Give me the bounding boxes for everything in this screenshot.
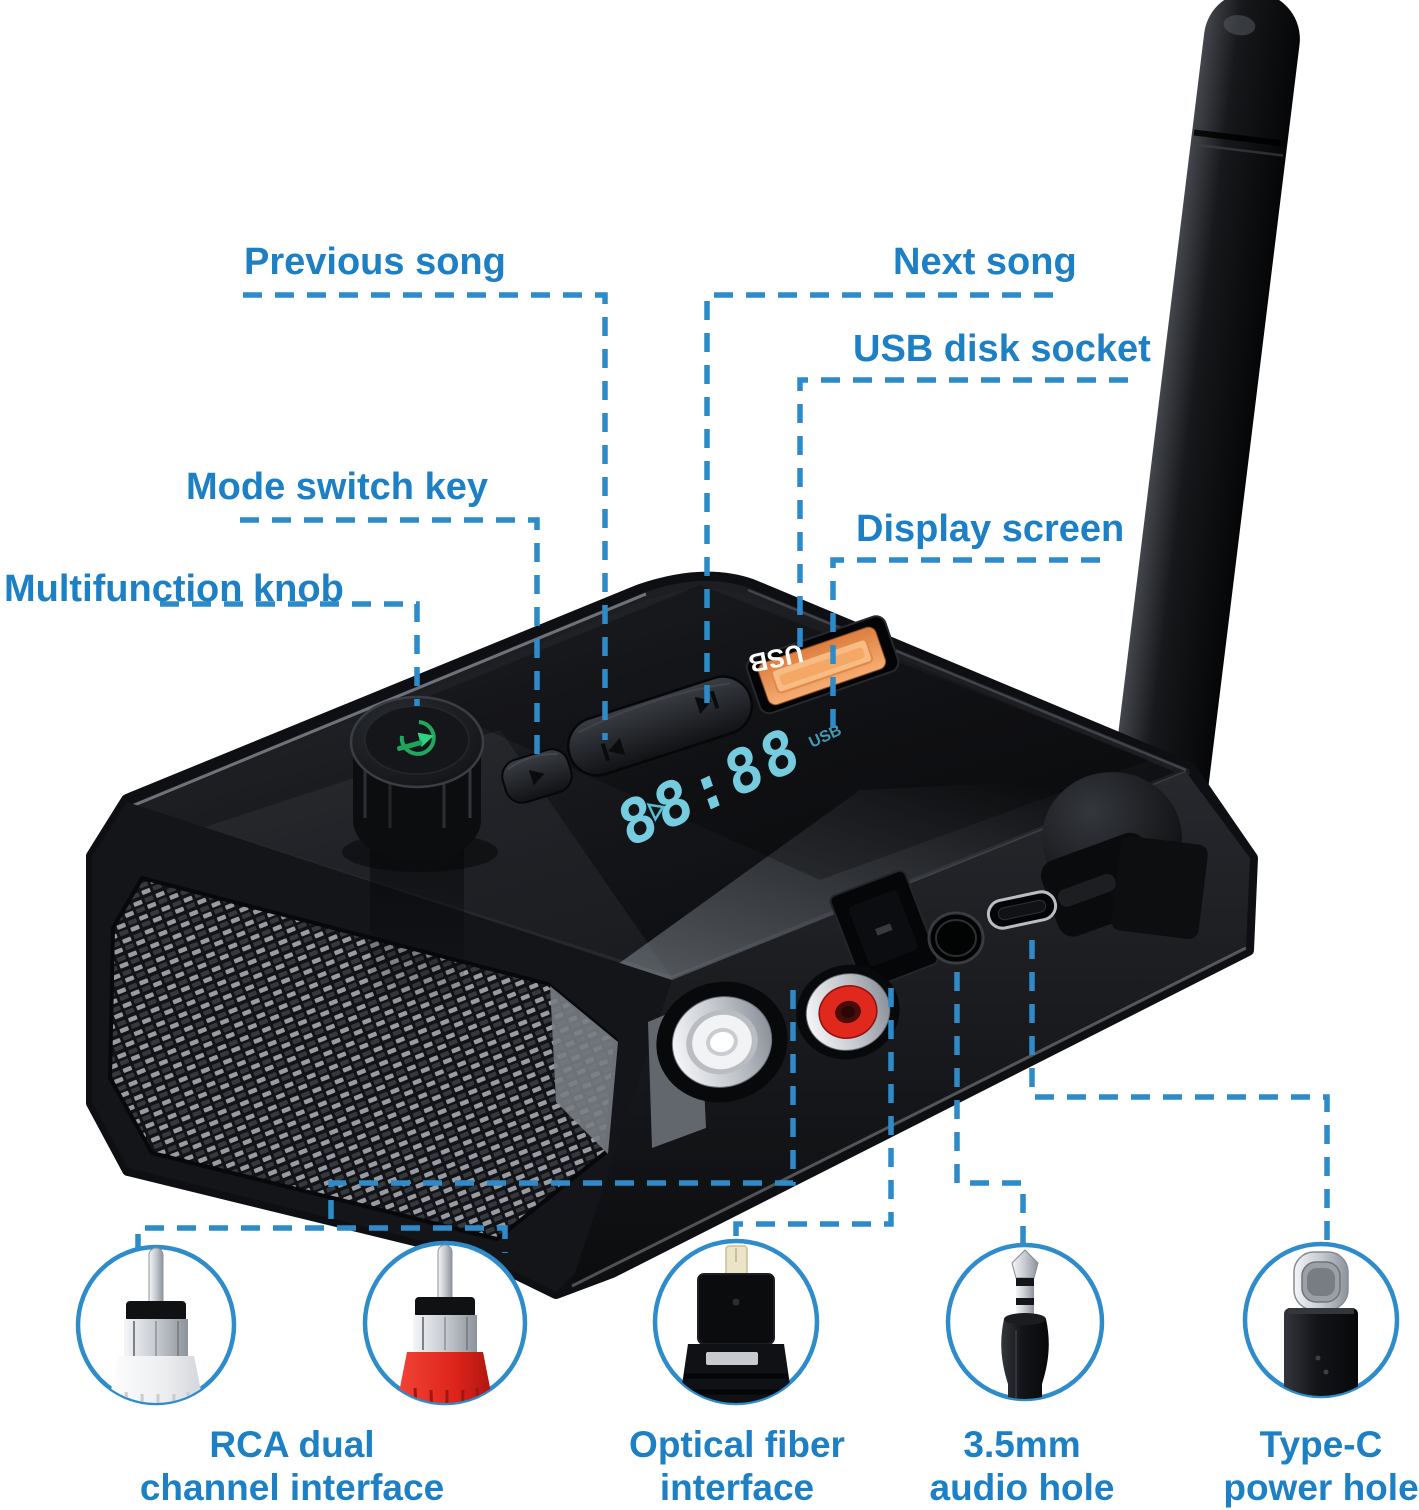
legend-circles (75, 1238, 1400, 1406)
play-indicator-icon (646, 803, 665, 822)
legend-label-line1: 3.5mm (963, 1424, 1081, 1465)
optical-plug (676, 1245, 796, 1403)
connector-typec (1029, 940, 1330, 1250)
connector-usb-socket (797, 377, 1128, 658)
panel-bevel (550, 986, 618, 1154)
connector-knob (160, 601, 420, 706)
legend-label-line2: power hole (1223, 1466, 1419, 1508)
legend-label-rca: RCA dual channel interface (92, 1424, 492, 1510)
callout-next-song: Next song (893, 241, 1077, 283)
legend-label-line1: RCA dual (209, 1424, 375, 1465)
antenna (1096, 0, 1300, 961)
callout-connectors (135, 292, 1330, 1253)
mode-switch-button (501, 748, 573, 804)
usb-disk-socket (745, 615, 900, 715)
legend-label-typec: Type-C power hole (1121, 1424, 1419, 1510)
callout-usb-disk-socket: USB disk socket (853, 328, 1151, 370)
aux-port (927, 911, 985, 965)
callout-previous-song: Previous song (244, 241, 506, 283)
callout-mode-switch-key: Mode switch key (186, 466, 488, 508)
antenna-groove (1193, 15, 1286, 157)
callout-display-screen: Display screen (856, 508, 1125, 550)
connector-aux (954, 972, 1026, 1252)
typec-plug (1284, 1251, 1358, 1396)
skip-back-icon (600, 738, 626, 762)
connector-rca-main (328, 990, 796, 1228)
rca-white-plug (104, 1247, 208, 1403)
rear-ports (656, 869, 1058, 1103)
legend-label-line1: Optical fiber (629, 1424, 845, 1465)
connector-mode-key (240, 517, 540, 760)
typec-port (986, 890, 1058, 930)
connector-display (830, 557, 1100, 732)
antenna-hinge (1040, 772, 1208, 939)
legend-label-line1: Type-C (1259, 1424, 1383, 1465)
connector-previous-song (243, 292, 608, 740)
mode-icon (528, 770, 545, 786)
knob-media-icon (396, 719, 436, 756)
rca-white-jack (656, 981, 788, 1103)
legend-label-line2: channel interface (139, 1466, 445, 1508)
connector-rca-split (135, 1225, 508, 1253)
rca-red-plug (393, 1244, 497, 1403)
aux-plug (1001, 1249, 1049, 1399)
callout-multifunction-knob: Multifunction knob (4, 568, 344, 610)
multifunction-knob (349, 695, 485, 862)
connector-next-song (704, 292, 1053, 703)
rca-red-jack (796, 964, 900, 1060)
optical-port (829, 869, 939, 991)
top-controls: USB 88:88 USB (342, 615, 900, 1010)
carbon-fiber-panel (108, 876, 618, 1241)
